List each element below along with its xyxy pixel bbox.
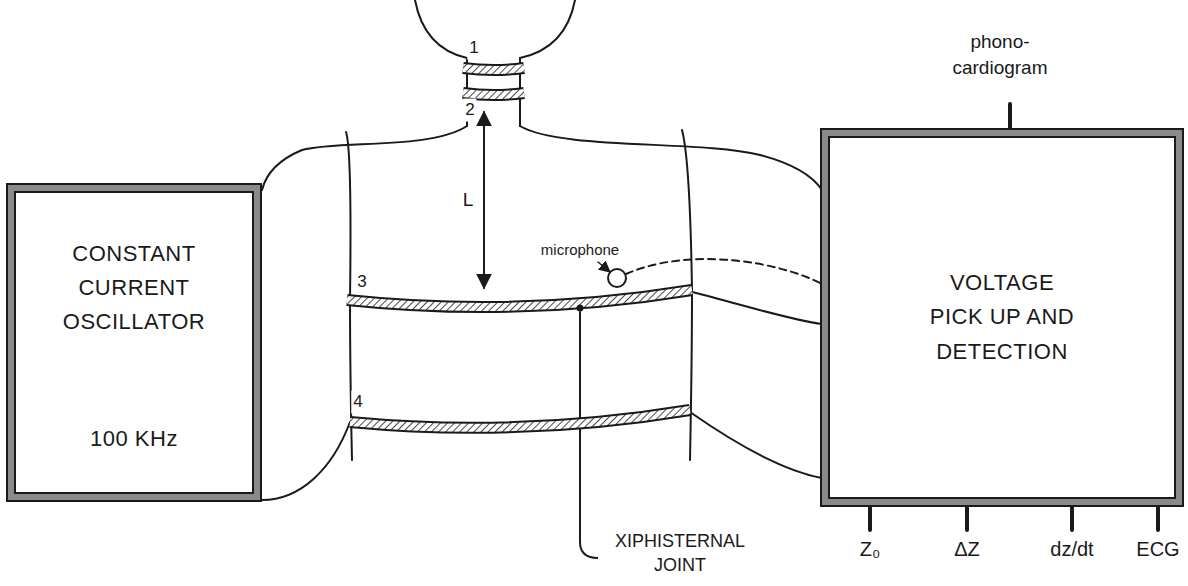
callout-number: 3: [355, 271, 368, 294]
shoulder-wire: [262, 126, 467, 190]
electrode-band: [463, 68, 524, 70]
signal-name: dz/dt: [1048, 536, 1095, 563]
signal-name: ECG: [1134, 536, 1181, 563]
output-terminal: [870, 505, 1158, 530]
part-label: XIPHISTERNAL JOINT: [598, 529, 762, 578]
oscillator-box: CONSTANT CURRENT OSCILLATOR 100 KHz: [8, 185, 260, 500]
microphone-cable: [626, 259, 822, 284]
shoulder-wire: [520, 126, 822, 190]
output-terminal: [1008, 104, 1012, 130]
electrode-band: [463, 93, 524, 95]
head-outline: [415, 0, 467, 126]
signal-name: ΔZ: [952, 536, 982, 563]
callout-number: 1: [467, 37, 480, 60]
box-text: CONSTANT CURRENT OSCILLATOR: [47, 237, 222, 339]
xiphisternal-dot: [577, 305, 584, 312]
length-arrow: [483, 112, 485, 288]
leader-line: [598, 262, 610, 272]
callout-number: 2: [463, 99, 476, 122]
wire: [690, 412, 822, 478]
electrode-band: [350, 410, 690, 428]
head-outline: [520, 0, 575, 126]
signal-name: phono- cardiogram: [938, 29, 1062, 80]
box-text: 100 KHz: [47, 422, 222, 456]
dimension-label: L: [461, 187, 476, 213]
wire: [692, 292, 822, 324]
signal-name: Z₀: [858, 536, 883, 563]
electrode-band: [347, 290, 692, 307]
part-label: microphone: [539, 240, 621, 260]
box-text: VOLTAGE PICK UP AND DETECTION: [927, 266, 1077, 368]
leader-line: [580, 312, 598, 558]
detector-box: VOLTAGE PICK UP AND DETECTION: [822, 130, 1182, 505]
wire: [262, 422, 350, 500]
microphone-symbol: [608, 269, 626, 287]
callout-number: 4: [351, 391, 364, 414]
